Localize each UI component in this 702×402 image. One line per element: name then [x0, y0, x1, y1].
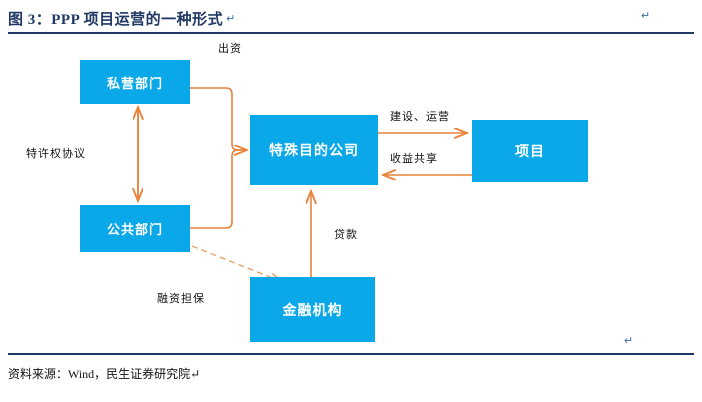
- node-public-sector-label: 公共部门: [106, 222, 163, 237]
- canvas-paragraph-mark-icon: ↵: [624, 335, 634, 347]
- node-financial-institution-label: 金融机构: [282, 301, 343, 318]
- edge-label-revenue-share: 收益共享: [390, 153, 438, 165]
- edge-label-franchise: 特许权协议: [26, 148, 86, 160]
- edge-label-build-operate: 建设、运营: [390, 111, 450, 123]
- node-private-sector-label: 私营部门: [106, 75, 163, 91]
- paragraph-mark-icon: ↵: [226, 13, 236, 25]
- figure-title: 图 3：PPP 项目运营的一种形式↵: [8, 8, 236, 29]
- header-divider: [8, 32, 694, 34]
- figure-title-text: 图 3：PPP 项目运营的一种形式: [8, 12, 224, 28]
- header-paragraph-mark-icon: ↵: [641, 10, 651, 22]
- footer-divider: [8, 353, 694, 355]
- edge-public-to-spv-line: [190, 149, 246, 229]
- edge-guarantee-line: [191, 245, 280, 281]
- node-project-label: 项目: [515, 143, 545, 159]
- node-spv-label: 特殊目的公司: [269, 142, 359, 158]
- edge-funding-line: [190, 87, 246, 150]
- node-project[interactable]: 项目: [472, 120, 588, 182]
- edge-label-funding: 出资: [218, 43, 242, 55]
- figure-source: 资料来源：Wind，民生证券研究院↵: [8, 367, 201, 381]
- diagram-canvas: 私营部门 公共部门 特殊目的公司 项目 金融机构 出资 特许权协议 建设、运营 …: [0, 34, 702, 352]
- node-spv[interactable]: 特殊目的公司: [250, 115, 378, 185]
- node-private-sector[interactable]: 私营部门: [80, 60, 190, 104]
- edge-label-loan: 贷款: [334, 229, 358, 241]
- node-financial-institution[interactable]: 金融机构: [250, 277, 375, 342]
- diagram-connectors: [0, 87, 472, 352]
- edge-label-guarantee: 融资担保: [157, 293, 205, 305]
- node-public-sector[interactable]: 公共部门: [80, 205, 190, 252]
